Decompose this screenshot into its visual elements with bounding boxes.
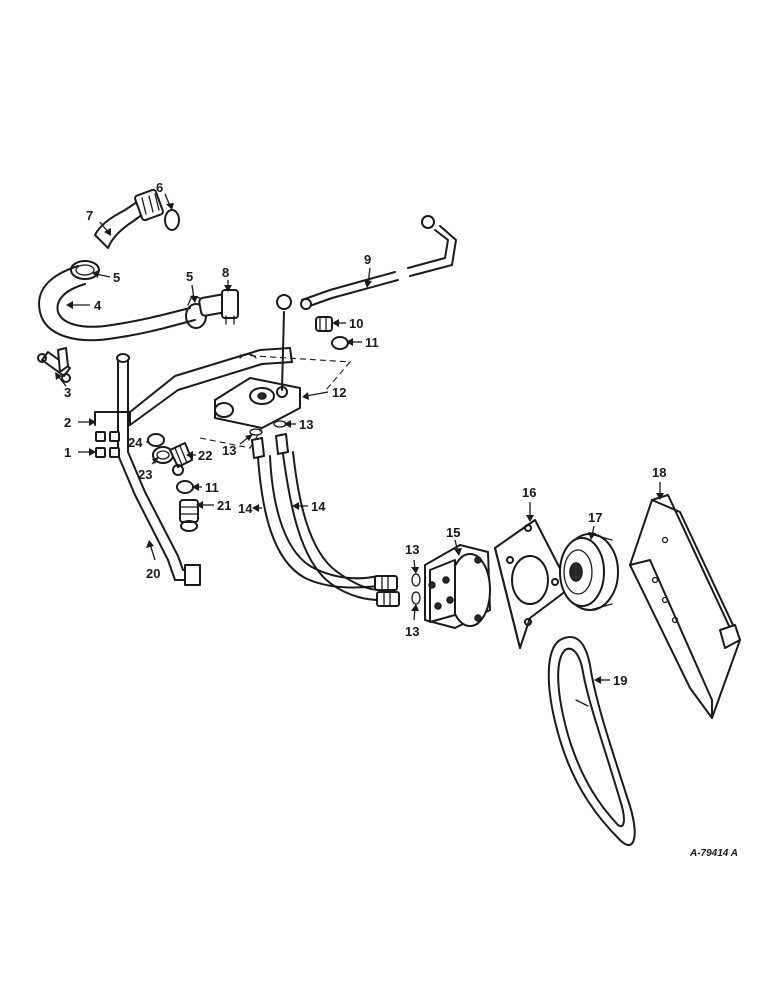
part-o-ring-13-upper-left bbox=[249, 428, 263, 436]
callout-2: 2 bbox=[64, 415, 71, 430]
callout-4: 4 bbox=[94, 298, 102, 313]
callout-9: 9 bbox=[364, 252, 371, 267]
callout-3: 3 bbox=[64, 385, 71, 400]
leader-lines bbox=[55, 193, 664, 684]
callout-13-lower-upper: 13 bbox=[405, 542, 419, 557]
callout-13-upper-left: 13 bbox=[222, 443, 236, 458]
callout-labels: 1 2 3 4 5 5 6 7 8 9 10 11 11 12 13 13 13… bbox=[64, 180, 666, 688]
part-v-belt bbox=[547, 636, 636, 846]
part-steel-tube bbox=[300, 215, 457, 310]
callout-21: 21 bbox=[217, 498, 231, 513]
callout-14-left: 14 bbox=[238, 501, 253, 516]
callout-8: 8 bbox=[222, 265, 229, 280]
part-adapter-fitting-22 bbox=[169, 442, 193, 476]
callout-10: 10 bbox=[349, 316, 363, 331]
part-o-ring-13-lower-lower bbox=[411, 591, 421, 605]
callout-5-left: 5 bbox=[113, 270, 120, 285]
callout-13-upper-right: 13 bbox=[299, 417, 313, 432]
callout-5-middle: 5 bbox=[186, 269, 193, 284]
callout-15: 15 bbox=[446, 525, 460, 540]
callout-22: 22 bbox=[198, 448, 212, 463]
part-o-ring-6 bbox=[164, 209, 180, 231]
callout-11-left: 11 bbox=[205, 480, 219, 495]
part-o-ring-13-lower-upper bbox=[411, 573, 421, 587]
part-curved-hose bbox=[38, 265, 196, 342]
callout-14-right: 14 bbox=[311, 499, 326, 514]
drawing-number: A-79414 A bbox=[689, 848, 738, 859]
callout-6: 6 bbox=[156, 180, 163, 195]
part-nuts bbox=[95, 431, 120, 458]
part-elbow-fitting bbox=[198, 289, 239, 325]
callout-16: 16 bbox=[522, 485, 536, 500]
part-hose-clamp-left bbox=[70, 260, 100, 280]
part-hydraulic-pump bbox=[424, 544, 491, 629]
part-long-bracket bbox=[629, 494, 741, 719]
callout-18: 18 bbox=[652, 465, 666, 480]
part-pipe-elbow bbox=[94, 188, 164, 249]
callout-13-lower-lower: 13 bbox=[405, 624, 419, 639]
part-o-ring-11-right bbox=[331, 336, 349, 350]
callout-23: 23 bbox=[138, 467, 152, 482]
part-o-rings-24-23 bbox=[147, 433, 174, 464]
part-o-ring-11-left bbox=[176, 480, 194, 494]
callout-17: 17 bbox=[588, 510, 602, 525]
callout-11-right: 11 bbox=[365, 335, 379, 350]
part-fitting-21 bbox=[179, 499, 199, 532]
part-control-valve bbox=[199, 294, 352, 449]
part-fitting-10 bbox=[315, 316, 333, 332]
callout-19: 19 bbox=[613, 673, 627, 688]
callout-20: 20 bbox=[146, 566, 160, 581]
part-mounting-bracket bbox=[94, 347, 293, 426]
callout-7: 7 bbox=[86, 208, 93, 223]
part-tee-fitting bbox=[37, 347, 71, 383]
callout-12: 12 bbox=[332, 385, 346, 400]
part-hydraulic-hoses bbox=[251, 433, 400, 607]
callout-24: 24 bbox=[128, 435, 143, 450]
callout-1: 1 bbox=[64, 445, 71, 460]
part-mounting-plate bbox=[494, 519, 571, 649]
part-pulley bbox=[559, 533, 619, 611]
